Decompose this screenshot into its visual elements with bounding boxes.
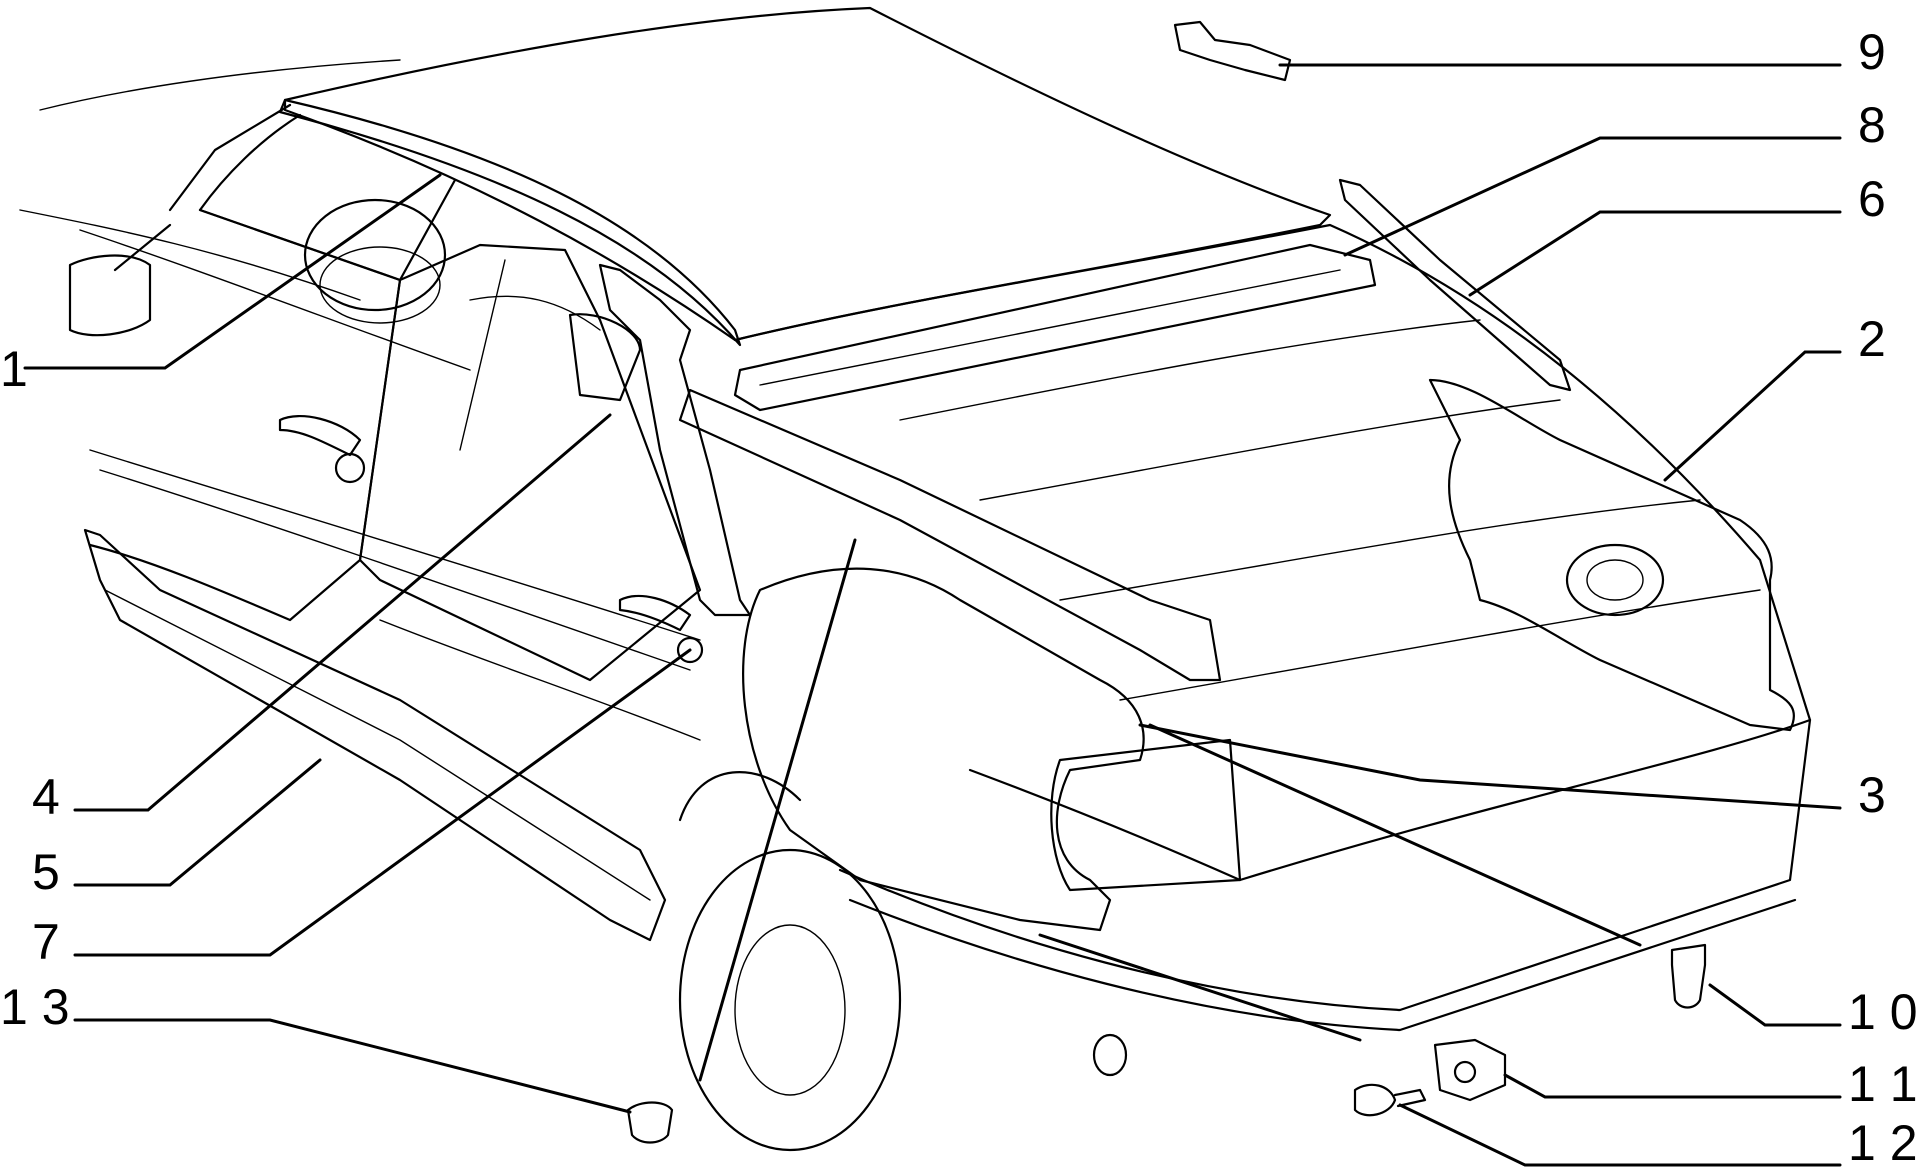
leader-4 bbox=[73, 413, 612, 812]
callout-12: 1 2 bbox=[1848, 1115, 1918, 1167]
part-5-sill-molding bbox=[83, 528, 667, 942]
part-3-quarter-lower-trim bbox=[742, 567, 1145, 932]
part-2-rear-side-panel bbox=[1428, 378, 1796, 732]
callout-1: 1 bbox=[0, 341, 28, 397]
part-1-roof-trim bbox=[278, 98, 742, 347]
callout-6: 6 bbox=[1858, 171, 1886, 227]
callout-labels: 1 2 3 4 5 6 7 8 9 1 0 1 1 1 2 1 3 bbox=[0, 24, 1918, 1167]
front-door-handle bbox=[278, 415, 362, 457]
callout-13: 1 3 bbox=[0, 979, 70, 1035]
car-body bbox=[19, 6, 1812, 1152]
exhaust-pipe bbox=[1092, 1033, 1128, 1077]
leader-10 bbox=[1708, 983, 1842, 1027]
part-4-b-pillar-trim bbox=[598, 263, 752, 617]
leader-lines bbox=[23, 63, 1842, 1167]
rear-hatch bbox=[733, 223, 1812, 882]
callout-2: 2 bbox=[1858, 311, 1886, 367]
part-6-rear-pillar-trim bbox=[1338, 178, 1572, 392]
part-12-screw bbox=[1353, 1083, 1427, 1117]
part-4-pillar-lower bbox=[568, 313, 642, 402]
leader-6 bbox=[1468, 210, 1842, 297]
leader-8 bbox=[1343, 136, 1842, 257]
leader-5 bbox=[73, 758, 322, 887]
rear-bumper bbox=[838, 718, 1812, 1032]
part-door-sill-strip bbox=[678, 388, 1222, 682]
callout-5: 5 bbox=[32, 844, 60, 900]
part-13-push-pin bbox=[626, 1101, 674, 1144]
leader-2 bbox=[1663, 350, 1842, 482]
callout-3: 3 bbox=[1858, 767, 1886, 823]
leader-12 bbox=[1398, 1103, 1842, 1167]
body-side-line bbox=[89, 449, 701, 741]
callout-4: 4 bbox=[32, 769, 60, 825]
parts bbox=[83, 20, 1796, 1144]
rear-door-handle bbox=[618, 595, 692, 632]
rear-door bbox=[358, 243, 702, 682]
guide-line-13 bbox=[698, 538, 857, 1082]
callout-8: 8 bbox=[1858, 97, 1886, 153]
leader-1 bbox=[23, 173, 442, 370]
part-11-clip-nut bbox=[1433, 1038, 1507, 1102]
leader-3 bbox=[1138, 723, 1842, 810]
callout-10: 1 0 bbox=[1848, 984, 1918, 1040]
part-10-nut bbox=[1670, 943, 1707, 1009]
part-9-clip bbox=[1173, 20, 1292, 82]
roof-panel bbox=[283, 6, 1332, 342]
leader-11 bbox=[1503, 1073, 1842, 1099]
front-door bbox=[88, 208, 402, 622]
callout-7: 7 bbox=[32, 914, 60, 970]
part-8-rear-roof-rail bbox=[733, 243, 1377, 412]
callout-11: 1 1 bbox=[1848, 1056, 1918, 1112]
steering-wheel bbox=[303, 198, 447, 312]
callout-9: 9 bbox=[1858, 24, 1886, 80]
hood-lines bbox=[19, 59, 471, 371]
guide-line-10 bbox=[1148, 723, 1642, 947]
side-mirror bbox=[68, 223, 172, 337]
leader-13 bbox=[73, 1018, 632, 1114]
leader-7 bbox=[73, 648, 692, 957]
rear-wheel bbox=[678, 848, 902, 1152]
guide-line-12 bbox=[1038, 933, 1362, 1042]
